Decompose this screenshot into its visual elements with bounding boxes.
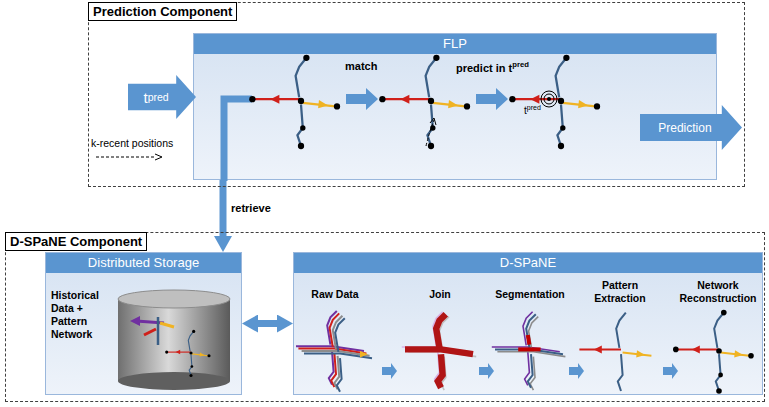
process-box: Distributed StorageHistorical Data + Pat… xyxy=(45,252,242,395)
process-box: FLP xyxy=(193,33,717,180)
text-label: Join xyxy=(429,288,451,300)
label-group: tpred xyxy=(524,104,541,116)
box-header: Distributed Storage xyxy=(46,253,241,273)
pipeline-illustration xyxy=(294,253,764,396)
block-arrow-fill xyxy=(128,75,196,119)
process-box: D-SPaNE xyxy=(293,252,763,395)
label-group: match xyxy=(345,60,377,72)
text-label: Network Reconstruction xyxy=(679,279,756,304)
connector-arrow xyxy=(220,180,227,236)
superscript: pred xyxy=(512,60,529,69)
label-group: Pattern Extraction xyxy=(590,279,650,305)
arrow-label: t xyxy=(143,89,147,106)
label-group: k-recent positions xyxy=(91,137,173,149)
block-arrow: Prediction xyxy=(640,105,742,150)
text-label: match xyxy=(345,60,377,72)
label-group: Join xyxy=(420,288,460,301)
edge-label: retrieve xyxy=(230,202,272,214)
region-heading: Prediction Component xyxy=(88,2,237,21)
label-group: Raw Data xyxy=(304,288,366,301)
text-label: predict in t xyxy=(456,62,512,74)
box-header: FLP xyxy=(194,34,716,54)
arrow-label: Prediction xyxy=(658,121,711,135)
text-label: k-recent positions xyxy=(91,137,173,149)
block-arrow-fill xyxy=(640,105,742,150)
arrow-text: tpred xyxy=(128,75,184,119)
text-label: Pattern Extraction xyxy=(594,279,645,304)
text-label: Raw Data xyxy=(311,288,358,300)
flp-illustration xyxy=(194,34,718,181)
box-body-text: Historical Data + Pattern Network xyxy=(51,289,113,341)
connector-arrow xyxy=(258,320,277,327)
label-group: Network Reconstruction xyxy=(676,279,760,305)
block-arrow: tpred xyxy=(128,75,196,119)
superscript: pred xyxy=(527,104,541,111)
label-group: predict in tpred xyxy=(456,60,529,74)
box-header: D-SPaNE xyxy=(294,253,762,273)
label-group: Segmentation xyxy=(492,288,568,301)
component-region: D-SPaNE Component Distributed StorageHis… xyxy=(5,232,765,402)
text-label: Segmentation xyxy=(495,288,564,300)
arrow-label: pred xyxy=(148,91,169,103)
component-region: Prediction Component FLPtpredPrediction xyxy=(88,2,745,187)
region-heading: D-SPaNE Component xyxy=(5,232,147,251)
arrow-text: Prediction xyxy=(640,105,730,150)
text-label: t xyxy=(524,105,527,116)
